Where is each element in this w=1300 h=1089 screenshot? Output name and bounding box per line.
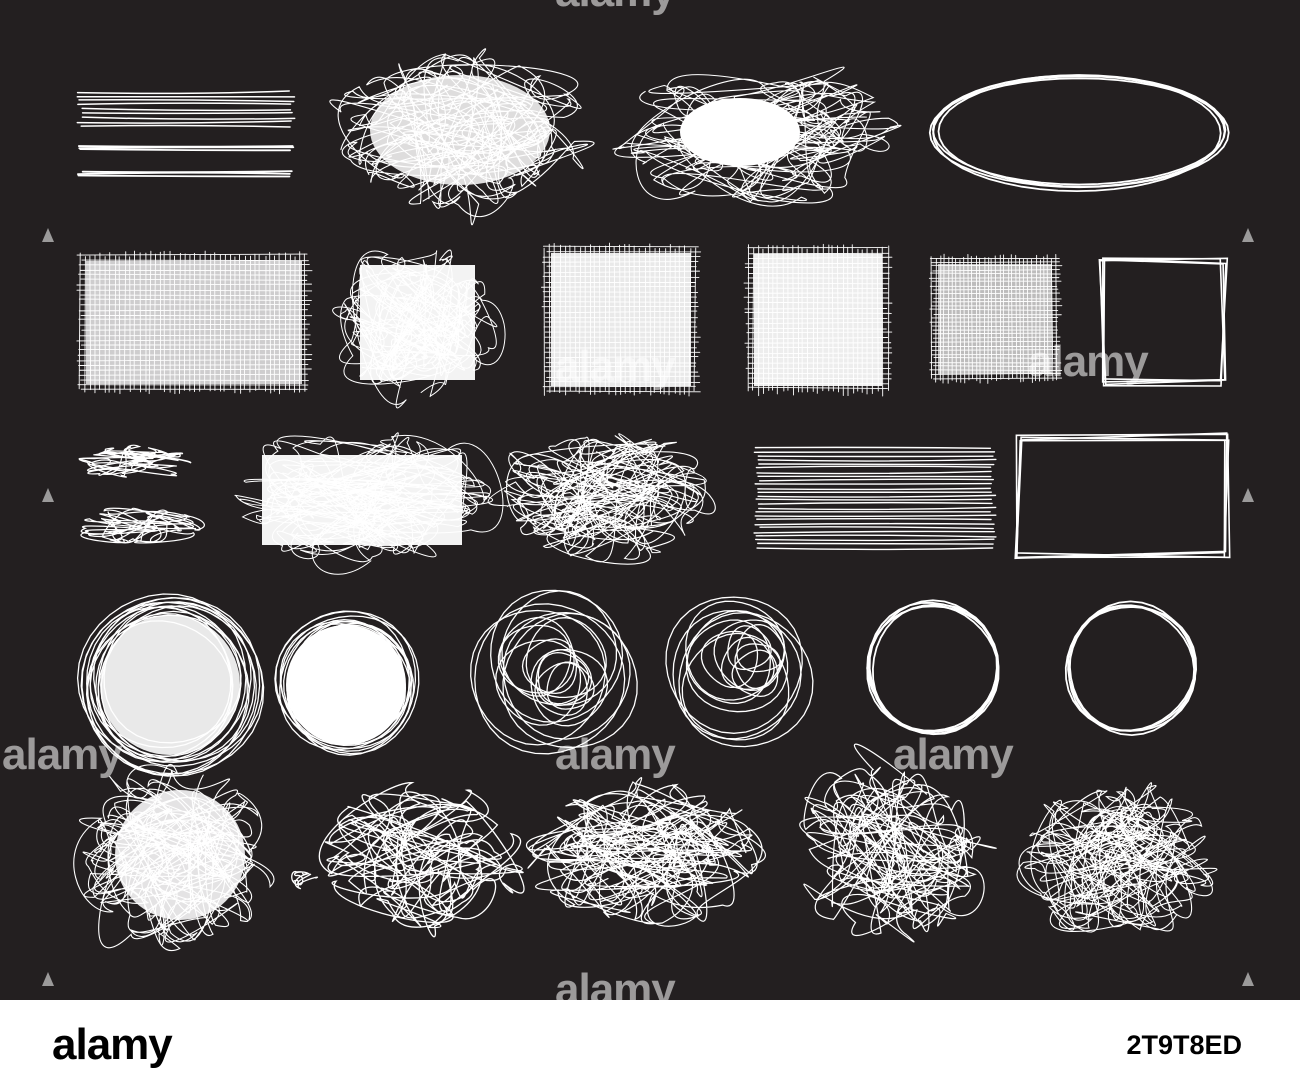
watermark-middle-center: alamy [555,342,676,391]
scribble-circle-filled-a [76,593,265,777]
scribble-tangle-ball-a [291,782,525,938]
watermark-mark-icon [42,488,54,502]
scribble-tangle-ball-d [1016,782,1218,933]
watermark-top: alamy [555,0,676,14]
scribble-hatched-square-a [541,242,702,397]
scribble-circle-spiral-a [470,589,638,755]
footer-bar: alamy 2T9T8ED [0,1000,1300,1089]
scribble-artboard: alamy alamy alamy alamy alamy alamy alam… [0,0,1300,1000]
footer-logo: alamy [52,1020,173,1069]
watermark-lower-right: alamy [893,730,1014,779]
scribble-tangle-ball-b [526,777,766,927]
scribble-tangle-rectangle-filled [234,432,504,575]
watermark-middle-left: alamy [2,730,123,779]
scribble-tangle-oval-center-hole [612,66,902,207]
scribble-tangle-oval-filled [329,48,595,226]
scribble-circle-ring-a [866,599,1000,736]
scribble-horizontal-lines [76,90,296,178]
scribble-circle-ring-b [1064,600,1197,737]
scribble-tangle-rectangle-outline [487,433,716,565]
scribble-circle-spiral-b [665,596,814,748]
footer-image-id: 2T9T8ED [1126,1030,1242,1060]
watermark-bottom: alamy [555,965,676,1001]
watermark-mark-icon [1242,228,1254,242]
scribble-hatched-square-small [928,253,1063,384]
watermark-middle-right: alamy [1028,337,1149,386]
watermark-lower-center: alamy [555,730,676,779]
scribble-circle-filled-b [274,610,420,756]
watermark-mark-icon [42,228,54,242]
scribble-rectangle-frame [1014,432,1231,560]
scribble-tangle-ball-filled [73,763,275,952]
scribble-hatched-square-b [743,243,893,397]
watermark-mark-icon [1242,972,1254,986]
scribble-hatched-rectangle [76,250,313,395]
watermark-mark-icon [1242,488,1254,502]
scribble-shapes-canvas [73,48,1231,952]
scribble-square-frame [1098,257,1229,387]
scribble-tangle-ball-c [799,743,997,943]
scribble-oval-outline [928,74,1230,193]
scribble-zigzag-small [78,444,205,544]
scribble-horizontal-stroke-block [753,446,997,551]
scribble-tangle-square-filled [332,249,506,409]
watermark-mark-icon [42,972,54,986]
